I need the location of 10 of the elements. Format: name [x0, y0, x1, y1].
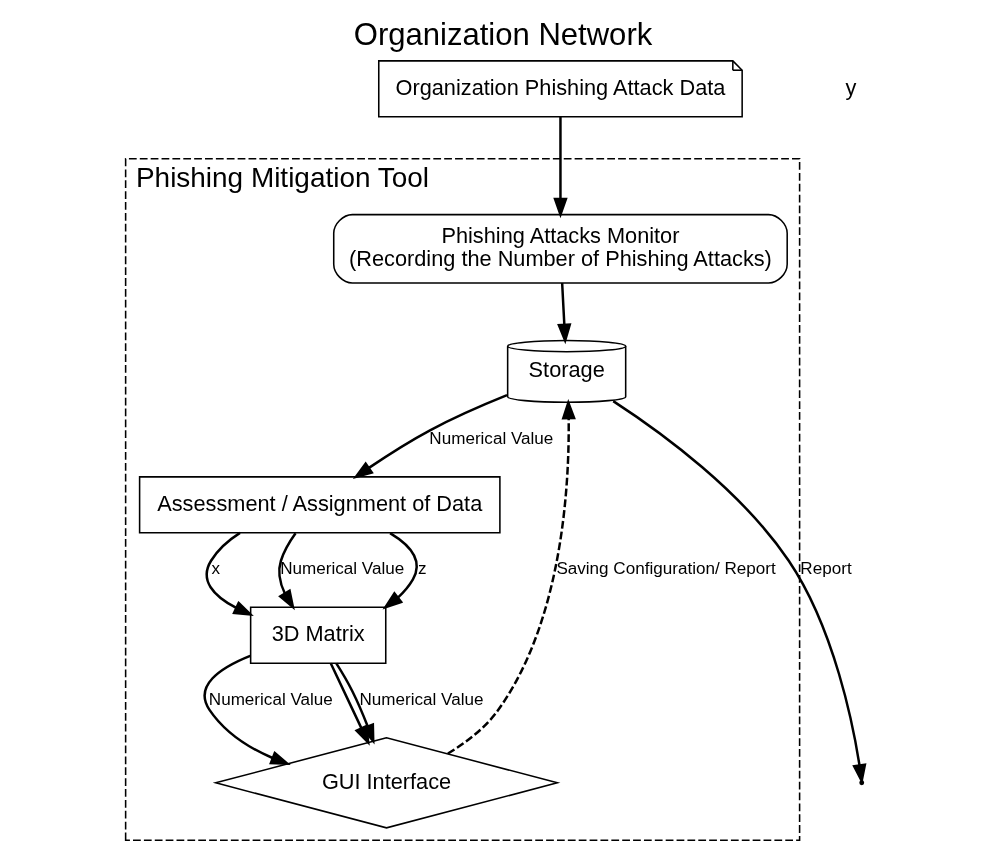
- edge-label: x: [210, 559, 220, 579]
- edge-label: Report: [799, 559, 852, 579]
- diagram-title: Organization Network: [353, 17, 652, 53]
- edge-label: Numerical Value: [279, 559, 404, 579]
- edge-label: Saving Configuration/ Report: [555, 559, 776, 579]
- edge-label: Numerical Value: [428, 428, 553, 448]
- label: y: [844, 74, 856, 100]
- edge-label: Numerical Value: [358, 689, 483, 709]
- edge-label: Numerical Value: [208, 689, 333, 709]
- edge-label: z: [417, 559, 427, 579]
